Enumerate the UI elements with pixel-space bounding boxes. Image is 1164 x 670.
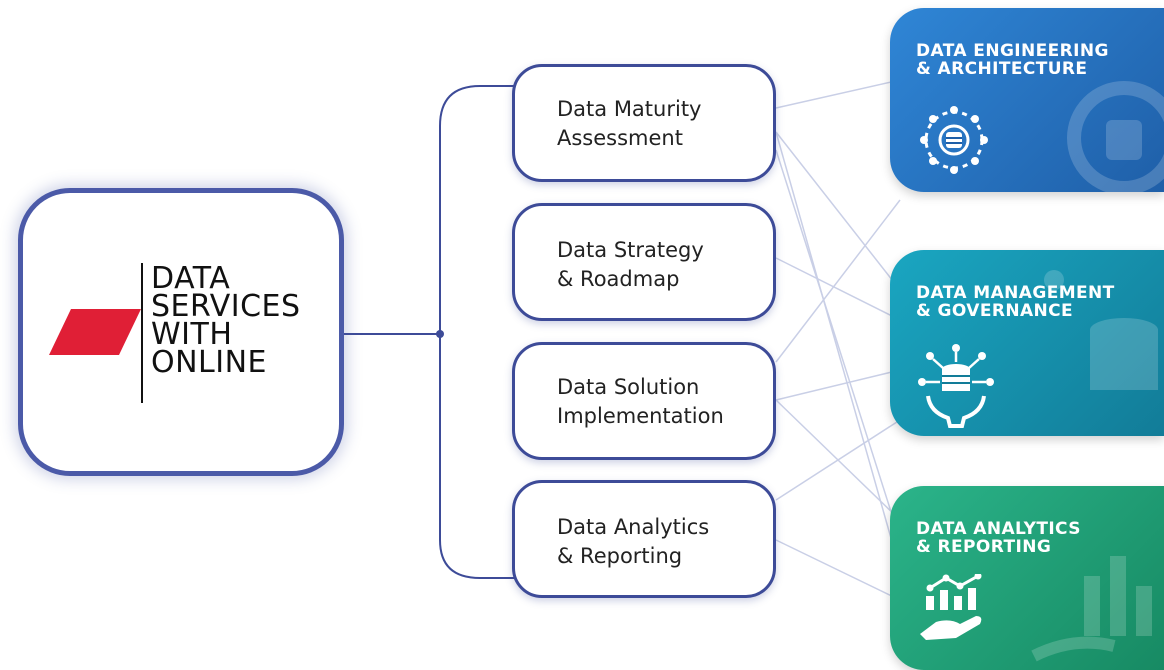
service-label-line: Data Analytics (557, 515, 710, 539)
link-line (775, 131, 901, 291)
service-label-line: & Roadmap (557, 267, 680, 291)
service-label: Data Maturity Assessment (557, 95, 701, 153)
service-data-solution-implementation[interactable]: Data Solution Implementation (512, 342, 776, 460)
service-label-line: Data Maturity (557, 97, 702, 121)
practice-title-line: DATA MANAGEMENT (916, 283, 1115, 303)
link-line (775, 149, 901, 541)
service-data-analytics-reporting[interactable]: Data Analytics & Reporting (512, 480, 776, 598)
brand-name-line: WITH (151, 317, 233, 352)
practice-data-analytics-reporting[interactable]: DATA ANALYTICS & REPORTING (890, 486, 1164, 670)
brand-name: DATA SERVICES WITH ONLINE (151, 261, 301, 380)
link-line (775, 369, 901, 401)
service-label-line: Assessment (557, 126, 683, 150)
service-data-maturity-assessment[interactable]: Data Maturity Assessment (512, 64, 776, 182)
brand-name-line: SERVICES (151, 289, 301, 324)
database-network-icon (920, 106, 988, 174)
practice-title-line: DATA ENGINEERING (916, 41, 1109, 61)
link-line (775, 419, 901, 501)
bracket-top (439, 85, 514, 334)
service-label-line: & Reporting (557, 544, 683, 568)
link-line (775, 539, 901, 601)
service-data-strategy-roadmap[interactable]: Data Strategy & Roadmap (512, 203, 776, 321)
database-hands-icon (918, 344, 994, 428)
service-label: Data Analytics & Reporting (557, 513, 709, 571)
practice-title: DATA MANAGEMENT & GOVERNANCE (916, 284, 1115, 320)
link-line (775, 131, 901, 571)
bracket-bottom (439, 334, 514, 579)
service-label-line: Implementation (557, 404, 724, 428)
practice-title-line: & ARCHITECTURE (916, 59, 1088, 79)
link-line (775, 79, 901, 109)
link-line (775, 199, 901, 363)
brand-logo-icon (49, 309, 141, 355)
practice-title-line: & REPORTING (916, 537, 1052, 557)
service-label-line: Data Strategy (557, 238, 704, 262)
chart-hand-icon (920, 574, 982, 640)
service-label: Data Strategy & Roadmap (557, 236, 704, 294)
gear-background-icon (1067, 81, 1164, 192)
practice-title-line: & GOVERNANCE (916, 301, 1074, 321)
connector-node (436, 330, 444, 338)
database-background-icon (1044, 270, 1158, 390)
brand-name-line: DATA (151, 261, 231, 296)
brand-card: DATA SERVICES WITH ONLINE (18, 188, 344, 476)
service-label-line: Data Solution (557, 375, 700, 399)
brand-divider (141, 263, 143, 403)
chart-background-icon (1031, 556, 1152, 662)
practice-title: DATA ANALYTICS & REPORTING (916, 520, 1081, 556)
link-line (775, 257, 901, 321)
brand-name-line: ONLINE (151, 345, 268, 380)
practice-data-engineering-architecture[interactable]: DATA ENGINEERING & ARCHITECTURE (890, 8, 1164, 192)
practice-title: DATA ENGINEERING & ARCHITECTURE (916, 42, 1109, 78)
service-label: Data Solution Implementation (557, 373, 724, 431)
practice-title-line: DATA ANALYTICS (916, 519, 1081, 539)
practice-data-management-governance[interactable]: DATA MANAGEMENT & GOVERNANCE (890, 250, 1164, 436)
